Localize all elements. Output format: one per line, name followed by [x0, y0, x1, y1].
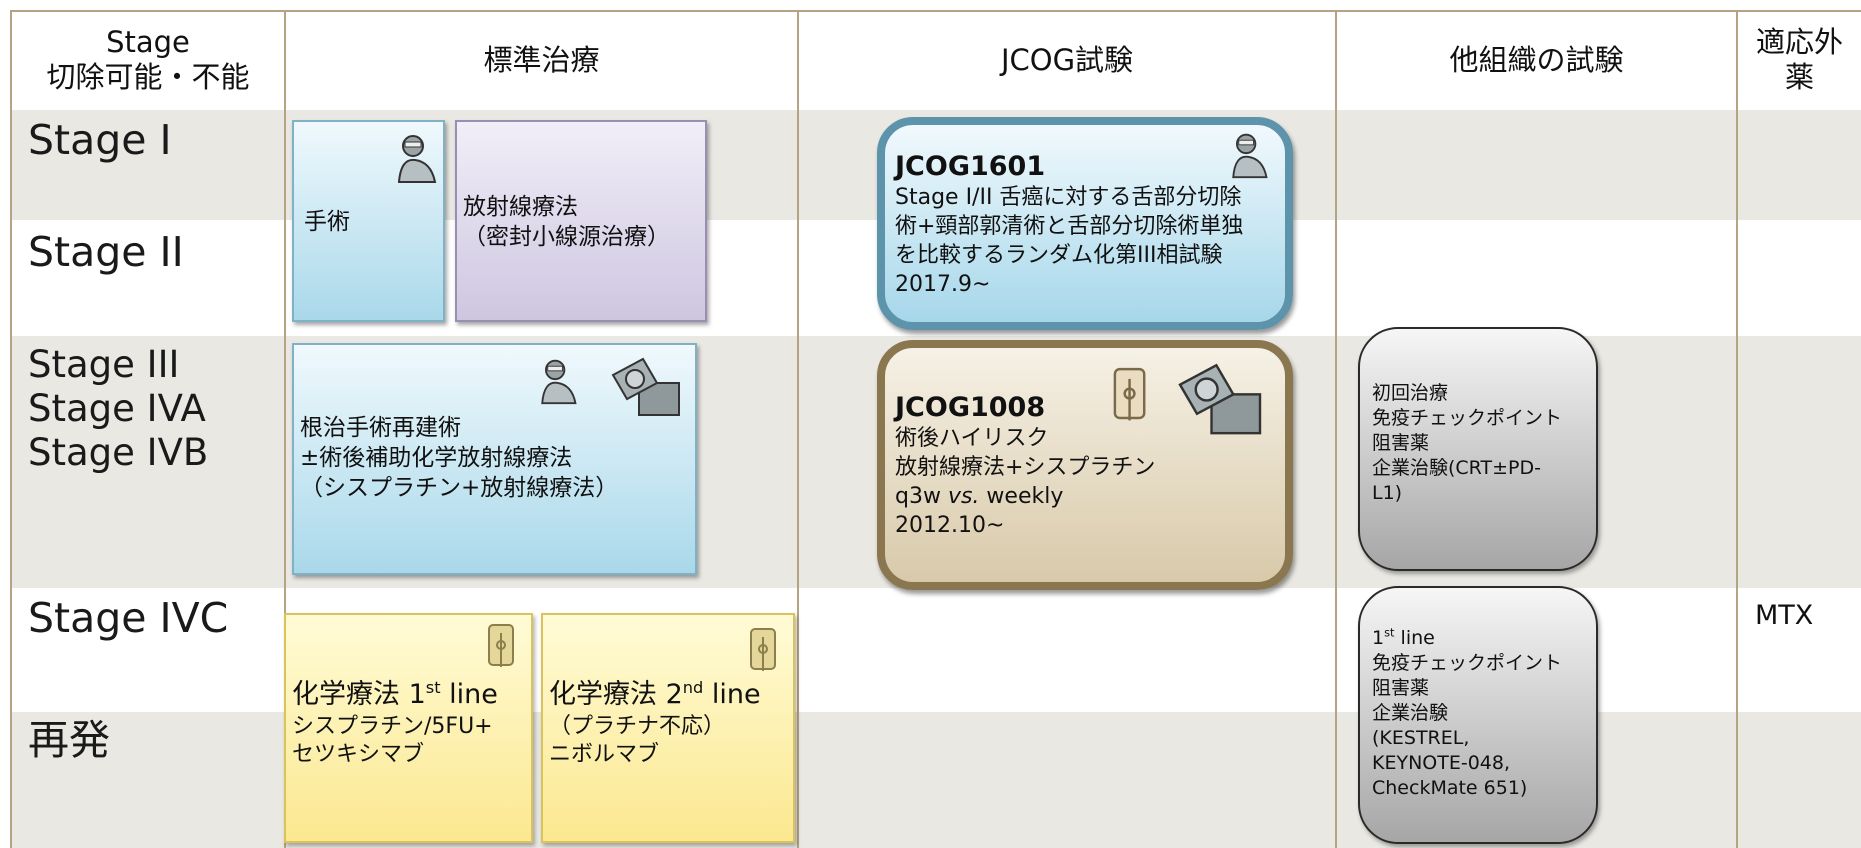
- iv-drip-icon: [485, 623, 521, 679]
- radical-line1: 根治手術再建術: [300, 415, 461, 441]
- surgery-label: 手術: [304, 209, 350, 235]
- column-divider: [284, 10, 286, 848]
- other-b-line1: 1st line: [1372, 626, 1562, 651]
- other-a-line5: L1): [1372, 482, 1403, 504]
- jcog1008-line3a: q3w: [895, 484, 948, 509]
- surgeon-icon: [1225, 131, 1271, 187]
- chemo1-prefix: 化学療法 1: [292, 679, 426, 710]
- other-b-text: 1st line 免疫チェックポイント 阻害薬 企業治験 (KESTREL, K…: [1372, 626, 1562, 801]
- radiation-machine-icon: [1175, 358, 1265, 446]
- chemo1-title: 化学療法 1st line: [292, 677, 498, 713]
- chemo1-detail1: シスプラチン/5FU+: [292, 714, 493, 739]
- chemo2-sup: nd: [682, 678, 704, 697]
- chemo2-prefix: 化学療法 2: [549, 679, 683, 710]
- radical-line3: （シスプラチン+放射線療法）: [300, 475, 619, 501]
- stage-iii: Stage III: [28, 343, 180, 386]
- jcog1008-line3: q3w vs. weekly: [895, 482, 1155, 511]
- jcog1008-text: JCOG1008 術後ハイリスク 放射線療法+シスプラチン q3w vs. we…: [895, 392, 1155, 540]
- iv-drip-icon: [1110, 364, 1154, 436]
- other-b-line2: 免疫チェックポイント: [1372, 652, 1563, 674]
- jcog1601-line2: 術+頸部郭清術と舌部分切除術単独: [895, 214, 1244, 239]
- column-divider: [1736, 10, 1738, 848]
- other-a-line4: 企業治験(CRT±PD-: [1372, 457, 1541, 479]
- other-b-line4: 企業治験: [1372, 702, 1449, 724]
- chemo2-detail: （プラチナ不応） ニボルマブ: [549, 713, 725, 769]
- jcog1601-line1: Stage I/II 舌癌に対する舌部分切除: [895, 185, 1242, 210]
- radiation-machine-icon: [609, 353, 683, 427]
- other-trial-first-line-box: 1st line 免疫チェックポイント 阻害薬 企業治験 (KESTREL, K…: [1358, 586, 1598, 844]
- radiation-line1: 放射線療法: [463, 194, 578, 220]
- radiation-text: 放射線療法 （密封小線源治療）: [463, 192, 670, 252]
- jcog1008-id: JCOG1008: [895, 392, 1046, 423]
- other-a-text: 初回治療 免疫チェックポイント 阻害薬 企業治験(CRT±PD- L1): [1372, 381, 1562, 506]
- other-b-suffix: line: [1394, 627, 1435, 649]
- jcog1601-text: JCOG1601 Stage I/II 舌癌に対する舌部分切除 術+頸部郭清術と…: [895, 151, 1243, 299]
- chemo-second-line-box: 化学療法 2nd line （プラチナ不応） ニボルマブ: [541, 613, 795, 843]
- radical-text: 根治手術再建術 ±術後補助化学放射線療法 （シスプラチン+放射線療法）: [300, 413, 618, 503]
- radical-surgery-box: 根治手術再建術 ±術後補助化学放射線療法 （シスプラチン+放射線療法）: [292, 343, 697, 575]
- jcog1601-line3: を比較するランダム化第III相試験: [895, 243, 1223, 268]
- other-a-line2: 免疫チェックポイント: [1372, 407, 1563, 429]
- jcog1008-vs: vs.: [947, 484, 980, 509]
- stage-ii: Stage II: [28, 228, 184, 276]
- chemo2-suffix: line: [703, 679, 761, 710]
- chemo1-suffix: line: [440, 679, 498, 710]
- header-offlabel-line2: 薬: [1784, 60, 1814, 94]
- header-jcog: JCOG試験: [1000, 42, 1134, 77]
- header-standard: 標準治療: [483, 42, 600, 77]
- radiation-box: 放射線療法 （密封小線源治療）: [455, 120, 707, 322]
- chemo2-detail2: ニボルマブ: [549, 742, 660, 767]
- surgeon-icon: [391, 132, 439, 192]
- other-a-line1: 初回治療: [1372, 382, 1449, 404]
- other-b-line5: (KESTREL,: [1372, 727, 1470, 749]
- iv-drip-icon: [747, 627, 783, 683]
- stage-i: Stage I: [28, 116, 172, 164]
- stage-recurrence: 再発: [28, 716, 110, 764]
- header-offlabel-line1: 適応外: [1755, 25, 1843, 60]
- chemo1-sup: st: [425, 678, 441, 697]
- jcog1008-line2: 放射線療法+シスプラチン: [895, 455, 1156, 480]
- offlabel-mtx: MTX: [1755, 600, 1814, 631]
- stage-ivb: Stage IVB: [28, 431, 209, 474]
- other-b-line6: KEYNOTE-048,: [1372, 752, 1511, 774]
- column-divider: [797, 10, 799, 848]
- chemo2-title: 化学療法 2nd line: [549, 677, 761, 713]
- other-trial-initial-box: 初回治療 免疫チェックポイント 阻害薬 企業治験(CRT±PD- L1): [1358, 327, 1598, 571]
- header-offlabel: 適応外 薬: [1738, 12, 1861, 108]
- header-stage-line2: 切除可能・不能: [46, 60, 250, 94]
- radical-line2: ±術後補助化学放射線療法: [300, 445, 573, 471]
- stage-ivc: Stage IVC: [28, 594, 229, 642]
- header-stage-line1: Stage: [106, 25, 190, 60]
- radiation-line2: （密封小線源治療）: [463, 224, 670, 250]
- jcog1601-line4: 2017.9~: [895, 272, 991, 297]
- chemo2-detail1: （プラチナ不応）: [549, 714, 726, 739]
- header-other: 他組織の試験: [1449, 42, 1624, 77]
- surgeon-icon: [534, 357, 580, 413]
- stage-iva: Stage IVA: [28, 387, 206, 430]
- other-b-sup: st: [1384, 625, 1395, 640]
- other-b-line7: CheckMate 651): [1372, 777, 1528, 799]
- column-divider: [1335, 10, 1337, 848]
- surgery-box: 手術: [292, 120, 445, 322]
- chemo-first-line-box: 化学療法 1st line シスプラチン/5FU+ セツキシマブ: [284, 613, 533, 843]
- chemo1-detail: シスプラチン/5FU+ セツキシマブ: [292, 713, 493, 769]
- other-b-line3: 阻害薬: [1372, 677, 1430, 699]
- jcog1601-box: JCOG1601 Stage I/II 舌癌に対する舌部分切除 術+頸部郭清術と…: [877, 117, 1293, 330]
- table-left-border: [10, 10, 12, 848]
- jcog1008-line4: 2012.10~: [895, 513, 1005, 538]
- jcog1008-line3c: weekly: [979, 484, 1064, 509]
- header-stage: Stage 切除可能・不能: [12, 12, 284, 108]
- other-b-prefix: 1: [1372, 627, 1385, 649]
- other-a-line3: 阻害薬: [1372, 432, 1430, 454]
- chemo1-detail2: セツキシマブ: [292, 742, 425, 767]
- jcog1008-box: JCOG1008 術後ハイリスク 放射線療法+シスプラチン q3w vs. we…: [877, 340, 1293, 590]
- jcog1601-id: JCOG1601: [895, 151, 1046, 182]
- table-top-border: [10, 10, 1861, 12]
- jcog1008-line1: 術後ハイリスク: [895, 426, 1049, 451]
